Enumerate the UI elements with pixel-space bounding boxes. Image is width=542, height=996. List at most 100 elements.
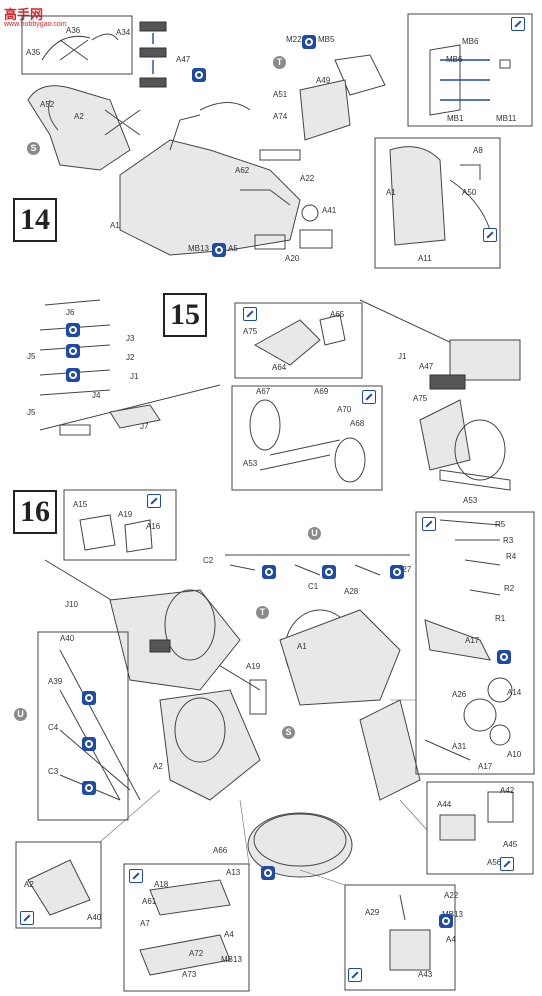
part-label: A43: [418, 970, 433, 979]
subassembly-badge-u: U: [14, 708, 27, 721]
part-label: A27: [397, 565, 412, 574]
part-label: R2: [504, 584, 515, 593]
glue-brush-icon: [20, 911, 34, 925]
part-label: A28: [344, 587, 359, 596]
glue-brush-icon: [483, 228, 497, 242]
part-label: A61: [142, 897, 157, 906]
part-label: A70: [337, 405, 352, 414]
part-label: A47: [176, 55, 191, 64]
part-label: MB13: [221, 955, 242, 964]
part-label: A64: [272, 363, 287, 372]
part-label: A19: [246, 662, 261, 671]
glue-brush-icon: [348, 968, 362, 982]
part-label: A39: [48, 677, 63, 686]
part-label: A2: [74, 112, 84, 121]
part-label: J3: [126, 334, 135, 343]
part-label: J4: [92, 391, 101, 400]
subassembly-badge-t: T: [273, 56, 286, 69]
part-label: C2: [203, 556, 214, 565]
part-label: R5: [495, 520, 506, 529]
part-label: J2: [126, 353, 135, 362]
glue-brush-icon: [129, 869, 143, 883]
cement-icon: [66, 344, 80, 358]
part-label: A67: [256, 387, 271, 396]
cement-icon: [212, 243, 226, 257]
cement-icon: [192, 68, 206, 82]
part-label: A62: [235, 166, 250, 175]
part-label: R4: [506, 552, 517, 561]
part-label: A16: [146, 522, 161, 531]
part-label: A75: [243, 327, 258, 336]
part-label: MB1: [447, 114, 464, 123]
part-label: C1: [308, 582, 319, 591]
part-label: J5: [27, 352, 36, 361]
parts-stack-icon: [261, 866, 275, 880]
part-label: A10: [507, 750, 522, 759]
part-label: A73: [182, 970, 197, 979]
part-label: J10: [65, 600, 78, 609]
subassembly-badge-s: S: [27, 142, 40, 155]
part-label: A56: [487, 858, 502, 867]
part-label: A36: [66, 26, 81, 35]
part-label: A2: [24, 880, 34, 889]
cement-icon: [66, 323, 80, 337]
part-label: R3: [503, 536, 514, 545]
part-label: A17: [478, 762, 493, 771]
glue-brush-icon: [243, 307, 257, 321]
part-label: A1: [110, 221, 120, 230]
part-label: R1: [495, 614, 506, 623]
cement-icon: [497, 650, 511, 664]
part-label: A53: [463, 496, 478, 505]
part-label: A45: [503, 840, 518, 849]
part-label: A52: [40, 100, 55, 109]
part-label: A68: [350, 419, 365, 428]
part-label: A51: [273, 90, 288, 99]
part-label: A40: [60, 634, 75, 643]
watermark-logo: 高手网 www.hobbygao.com: [4, 4, 67, 28]
part-label: A8: [473, 146, 483, 155]
part-label: J7: [140, 422, 149, 431]
part-label: A44: [437, 800, 452, 809]
part-label: A41: [322, 206, 337, 215]
part-label: A53: [243, 459, 258, 468]
part-label: J5: [27, 408, 36, 417]
part-label: A75: [413, 394, 428, 403]
part-label: A26: [452, 690, 467, 699]
part-label: C4: [48, 723, 59, 732]
part-label: A5: [228, 244, 238, 253]
part-label: A31: [452, 742, 467, 751]
part-label: A47: [419, 362, 434, 371]
part-label: MB11: [496, 114, 517, 123]
part-label: A40: [87, 913, 102, 922]
part-label: A29: [365, 908, 380, 917]
subassembly-badge-u: U: [308, 527, 321, 540]
part-label: A18: [154, 880, 169, 889]
step-number-16: 16: [13, 490, 57, 534]
watermark-main: 高手网: [4, 7, 44, 22]
glue-brush-icon: [511, 17, 525, 31]
part-label: MB5: [318, 35, 335, 44]
glue-brush-icon: [422, 517, 436, 531]
part-label: A22: [444, 891, 459, 900]
subassembly-badge-t: T: [256, 606, 269, 619]
part-label: A50: [462, 188, 477, 197]
cement-icon: [302, 35, 316, 49]
part-label: A42: [500, 786, 515, 795]
part-label: MB6: [446, 55, 463, 64]
part-label: A13: [226, 868, 241, 877]
cement-icon: [322, 565, 336, 579]
part-label: MB13: [188, 244, 209, 253]
part-label: A49: [316, 76, 331, 85]
part-label: A2: [153, 762, 163, 771]
part-label: A19: [118, 510, 133, 519]
glue-brush-icon: [362, 390, 376, 404]
cement-icon: [82, 691, 96, 705]
part-label: A1: [297, 642, 307, 651]
part-label: A4: [446, 935, 456, 944]
part-label: A7: [140, 919, 150, 928]
glue-brush-icon: [500, 857, 514, 871]
step-number-14: 14: [13, 198, 57, 242]
part-label: A35: [26, 48, 41, 57]
cement-icon: [66, 368, 80, 382]
part-label: MB6: [462, 37, 479, 46]
